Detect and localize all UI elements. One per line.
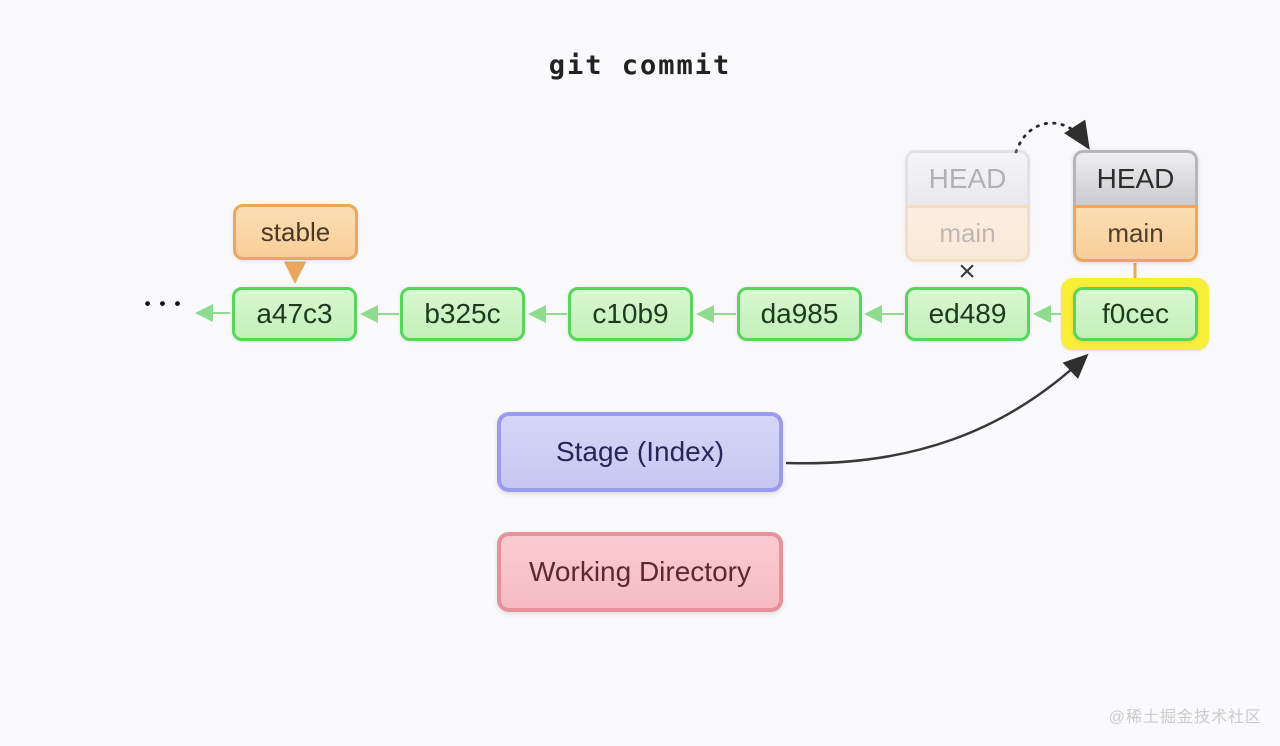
- commit-label: ed489: [928, 298, 1007, 329]
- stage-to-commit-arrow: [785, 353, 1089, 465]
- history-ellipsis: •••: [144, 294, 190, 313]
- watermark: @稀土掘金技术社区: [1108, 709, 1262, 726]
- commit-label: a47c3: [256, 298, 333, 329]
- commit-node-c10b9: c10b9: [568, 287, 693, 341]
- commit-label: c10b9: [592, 298, 669, 329]
- diagram-title: git commit: [548, 50, 732, 81]
- stage-index-label: Stage (Index): [555, 436, 725, 467]
- head-move-arrow: [1014, 119, 1090, 154]
- stage-index-box: Stage (Index): [497, 412, 783, 492]
- old-head-label: HEAD: [905, 150, 1030, 205]
- commit-label: da985: [760, 298, 839, 329]
- commit-node-ed489: ed489: [905, 287, 1030, 341]
- commit-label: b325c: [424, 298, 501, 329]
- detached-x-mark: ×: [958, 255, 976, 288]
- branch-tag-stable: stable: [233, 204, 358, 260]
- old-head-main-box: HEAD main: [905, 150, 1030, 262]
- new-head-label: HEAD: [1073, 150, 1198, 205]
- branch-tag-stable-label: stable: [260, 216, 331, 247]
- commit-node-a47c3: a47c3: [232, 287, 357, 341]
- new-head-main-box: HEAD main: [1073, 150, 1198, 262]
- commit-node-b325c: b325c: [400, 287, 525, 341]
- working-directory-box: Working Directory: [497, 532, 783, 612]
- old-main-label: main: [905, 204, 1030, 262]
- new-main-label: main: [1073, 204, 1198, 262]
- commit-node-f0cec: f0cec: [1073, 287, 1198, 341]
- commit-label: f0cec: [1102, 298, 1169, 329]
- working-directory-label: Working Directory: [529, 556, 751, 587]
- commit-node-da985: da985: [737, 287, 862, 341]
